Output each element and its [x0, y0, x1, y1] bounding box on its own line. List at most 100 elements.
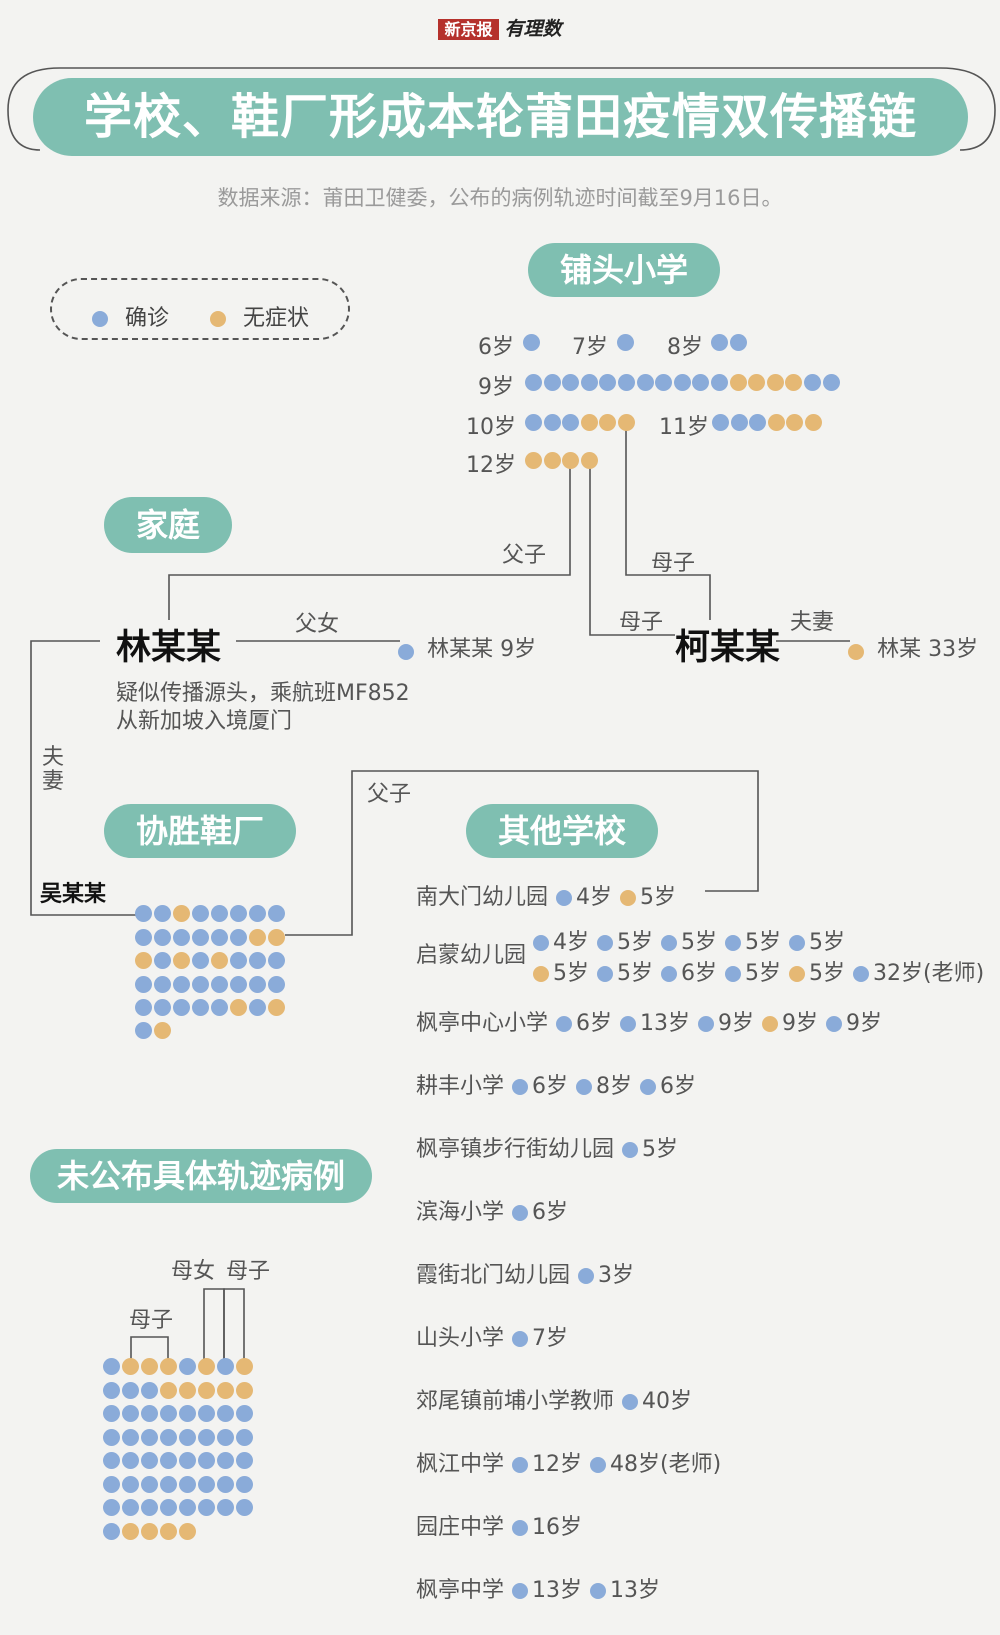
asymptomatic-case-dot [543, 452, 561, 469]
confirmed-dot-icon [556, 1016, 573, 1032]
confirmed-case-dot [673, 374, 691, 391]
confirmed-case-dot [822, 374, 840, 391]
case-age: 5岁 [617, 930, 653, 955]
confirmed-case-dot [230, 928, 247, 946]
family-label: 家庭 [104, 497, 232, 553]
confirmed-case-dot [103, 1405, 120, 1422]
confirmed-case-dot [122, 1405, 139, 1422]
confirmed-case-dot [211, 905, 228, 922]
asymptomatic-case-dot [198, 1381, 215, 1399]
confirmed-case-dot [160, 1499, 177, 1516]
confirmed-case-dot [103, 1381, 120, 1399]
confirmed-case-dot [618, 374, 635, 391]
age-label: 7岁 [572, 335, 608, 360]
confirmed-case-dot [230, 952, 247, 969]
asymptomatic-case-dot [525, 452, 542, 469]
confirmed-case-dot [103, 1522, 120, 1540]
case-age: 6岁 [660, 1074, 697, 1099]
lin-daughter-label: 林某某 9岁 [427, 637, 537, 662]
asymptomatic-case-dot [562, 452, 580, 469]
school-name: 南大门幼儿园 [416, 885, 549, 910]
school-name: 园庄中学 [416, 1515, 505, 1540]
asymptomatic-case-dot [236, 1358, 253, 1375]
confirmed-case-dot [154, 975, 171, 993]
confirmed-case-dot [217, 1475, 234, 1493]
confirmed-case-dot [211, 928, 228, 946]
confirmed-case-dot [103, 1452, 120, 1469]
confirmed-case-dot [211, 999, 228, 1016]
confirmed-case-dot [217, 1428, 234, 1446]
confirmed-dot-icon [578, 1268, 595, 1284]
case-age: 12岁 [532, 1452, 583, 1477]
data-source-note: 数据来源：莆田卫健委，公布的病例轨迹时间截至9月16日。 [217, 186, 783, 210]
confirmed-dot-icon [92, 311, 108, 327]
confirmed-case-dot [730, 414, 748, 431]
case-age: 8岁 [596, 1074, 633, 1099]
asymptomatic-dot-icon [848, 643, 864, 660]
ke-spouse-label: 林某 33岁 [877, 637, 979, 662]
relation-father-daughter: 父女 [295, 612, 340, 637]
asymptomatic-case-dot [249, 928, 266, 946]
asymptomatic-case-dot [729, 374, 747, 391]
confirmed-dot-icon [533, 935, 549, 951]
confirmed-case-dot [198, 1475, 215, 1493]
putou-school-label: 铺头小学 [528, 243, 720, 297]
relation-spouse: 夫妻 [790, 610, 835, 635]
confirmed-case-dot [268, 905, 285, 922]
confirmed-dot-icon [622, 1394, 639, 1410]
confirmed-dot-icon [661, 966, 677, 982]
asymptomatic-case-dot [179, 1381, 196, 1399]
confirmed-dot-icon [789, 935, 805, 951]
confirmed-case-dot [543, 374, 561, 391]
asymptomatic-case-dot [154, 1022, 171, 1039]
confirmed-case-dot [141, 1452, 158, 1469]
confirmed-case-dot [236, 1405, 253, 1422]
case-age: 5岁 [809, 930, 845, 955]
lin-note-line1: 疑似传播源头，乘航班MF852 [116, 681, 410, 706]
confirmed-case-dot [135, 905, 152, 922]
school-name: 枫亭中学 [416, 1578, 505, 1603]
case-age: 48岁(老师) [610, 1452, 722, 1477]
confirmed-case-dot [217, 1358, 234, 1375]
confirmed-case-dot [179, 1452, 196, 1469]
relation-father-son: 父子 [502, 543, 547, 568]
case-age: 40岁 [642, 1389, 693, 1414]
confirmed-case-dot [103, 1499, 120, 1516]
case-age: 7岁 [532, 1326, 569, 1351]
confirmed-case-dot [160, 1405, 177, 1422]
legend-asymptomatic-label: 无症状 [243, 306, 310, 331]
school-row: 启蒙幼儿园 [416, 937, 526, 969]
confirmed-dot-icon [725, 935, 741, 951]
confirmed-dot-icon [590, 1583, 607, 1599]
confirmed-dot-icon [512, 1457, 529, 1473]
confirmed-dot-icon [640, 1079, 657, 1095]
confirmed-dot-icon [512, 1583, 529, 1599]
confirmed-case-dot [192, 928, 209, 946]
confirmed-case-dot [804, 374, 821, 391]
case-age: 6岁 [576, 1011, 613, 1036]
brand-column: 有理数 [504, 18, 562, 40]
confirmed-dot-icon [512, 1331, 529, 1347]
confirmed-dot-icon [556, 890, 573, 906]
confirmed-case-dot [749, 414, 767, 431]
confirmed-dot-icon [597, 966, 613, 982]
asymptomatic-dot-icon [620, 890, 637, 906]
confirmed-case-dot [580, 374, 598, 391]
ke-spouse-case: 林某 33岁 [848, 631, 978, 663]
school-name: 山头小学 [416, 1326, 505, 1351]
confirmed-case-dot [192, 999, 209, 1016]
case-age: 5岁 [809, 961, 845, 986]
confirmed-case-dot [192, 905, 209, 922]
confirmed-case-dot [192, 952, 209, 969]
confirmed-case-dot [249, 999, 266, 1016]
case-age: 9岁 [782, 1011, 819, 1036]
case-age: 5岁 [640, 885, 677, 910]
case-age: 5岁 [745, 930, 781, 955]
legend-box [50, 278, 350, 340]
school-name: 耕丰小学 [416, 1074, 505, 1099]
asymptomatic-case-dot [160, 1522, 177, 1540]
asymptomatic-dot-icon [533, 966, 549, 982]
unpublished-label: 未公布具体轨迹病例 [30, 1149, 372, 1203]
case-age: 9岁 [718, 1011, 755, 1036]
